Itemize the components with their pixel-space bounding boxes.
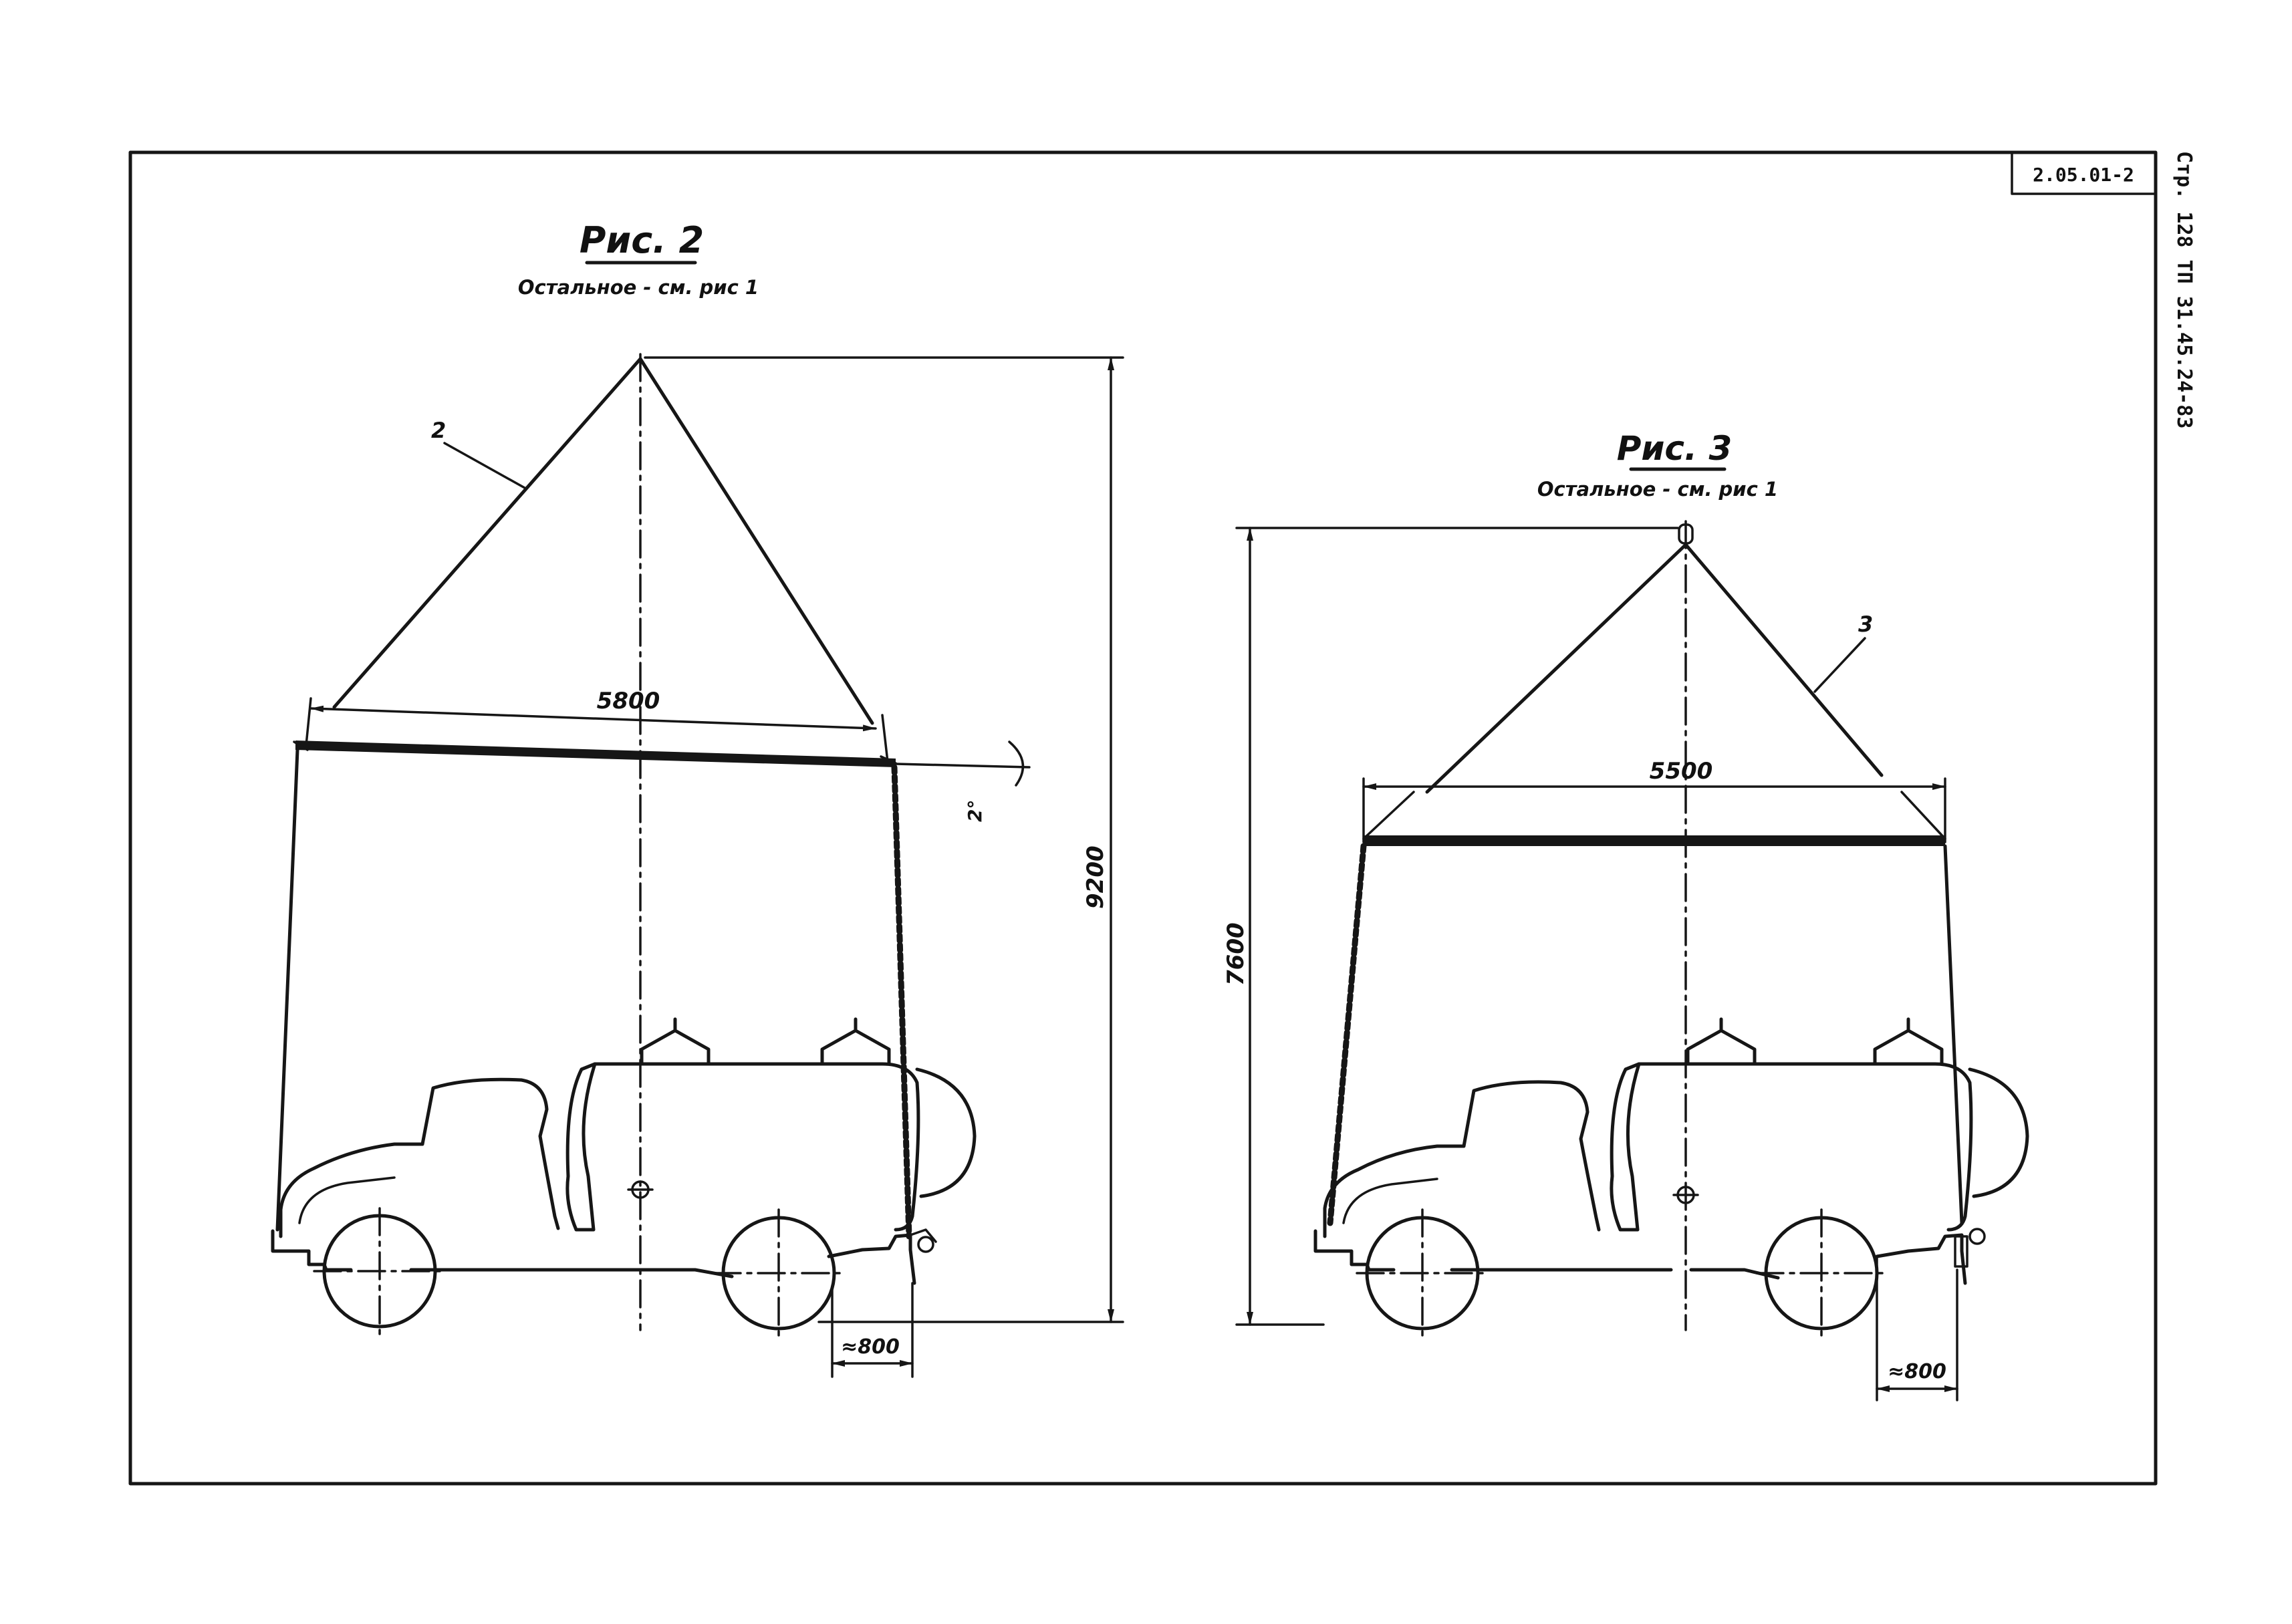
fig3-sling-leader: [1813, 637, 1866, 693]
fig2-front-hanger: [275, 748, 299, 1232]
fig2-traverse-beam: [293, 740, 897, 767]
figure-2: Рис. 2 Остальное - см. рис 1 2 5800 2°: [271, 219, 1124, 1378]
fig2-title: Рис. 2: [580, 219, 704, 261]
fig2-angle-reference-line: [894, 763, 1031, 769]
fig3-total-height: 7600: [1223, 922, 1249, 986]
fig2-sling-leader: [443, 442, 526, 489]
fig2-rear-chain-core: [893, 766, 912, 1238]
fig2-front-wheel: [313, 1207, 447, 1335]
fig3-sling: [1425, 543, 1884, 794]
fig2-rear-wheel: [713, 1208, 845, 1338]
figure-3: Рис. 3 Остальное - см. рис 1 3 5500: [1223, 429, 2029, 1401]
fig3-beam-end-right: [1900, 791, 1946, 840]
fig3-traverse-beam: [1364, 835, 1945, 846]
fig3-overhang: ≈800: [1888, 1360, 1946, 1383]
fig2-beam-dimension-line: [309, 705, 877, 732]
fig3-tank-truck: [1313, 1017, 2029, 1285]
fig3-beam-length: 5500: [1650, 758, 1713, 785]
fig2-sling-label: 2: [431, 418, 446, 443]
fig2-total-height: 9200: [1082, 845, 1109, 909]
fig2-angle-arc: [1008, 740, 1025, 787]
fig3-sling-label: 3: [1858, 612, 1873, 637]
fig2-tilt-angle: 2°: [964, 800, 986, 822]
fig3-title: Рис. 3: [1617, 429, 1733, 468]
fig2-beam-ext-right: [881, 714, 889, 763]
fig3-front-chain-core: [1330, 845, 1365, 1224]
side-note: Стр. 128 ТП 31.45.24-83: [2172, 151, 2196, 428]
fig2-sling: [332, 357, 874, 725]
fig2-tank-truck: [271, 1017, 977, 1285]
fig3-rear-wheel: [1755, 1208, 1888, 1338]
fig3-subtitle: Остальное - см. рис 1: [1537, 478, 1778, 501]
fig3-front-wheel: [1356, 1208, 1489, 1338]
fig2-beam-length: 5800: [597, 688, 660, 714]
fig3-beam-end-left: [1362, 791, 1415, 840]
fig2-beam-ext-left: [305, 697, 312, 747]
fig2-subtitle: Остальное - см. рис 1: [518, 276, 759, 299]
title-stamp: 2.05.01-2: [2011, 151, 2157, 195]
sheet-frame: [128, 150, 2158, 1486]
fig3-rear-hanger: [1943, 844, 1964, 1225]
stamp-code: 2.05.01-2: [2033, 164, 2134, 186]
fig2-overhang: ≈800: [841, 1335, 900, 1359]
